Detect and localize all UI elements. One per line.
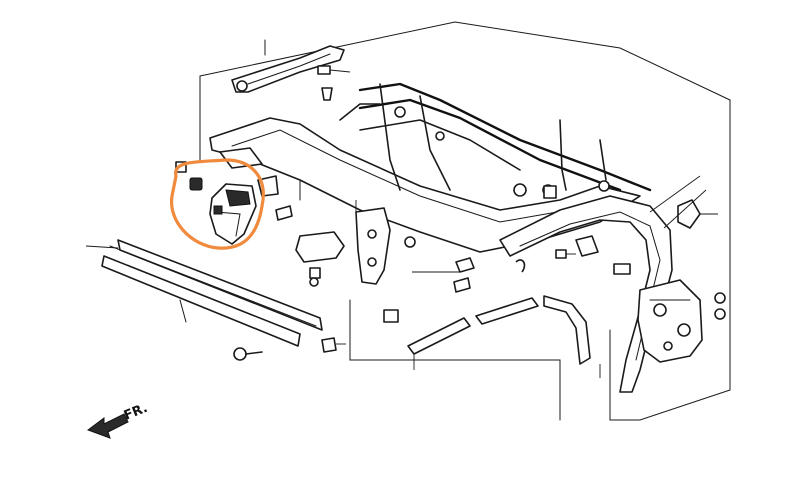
direction-label: FR. — [122, 401, 150, 424]
highlighted-latch-bracket — [189, 177, 257, 245]
upper-link-arm — [231, 45, 345, 93]
left-fasteners — [233, 205, 346, 361]
right-side-fasteners — [613, 175, 726, 320]
windshield-seal-retainer — [85, 239, 323, 347]
center-mount-bracket — [355, 200, 391, 285]
front-direction-arrow: FR. — [86, 401, 150, 439]
main-pivot-bracket — [637, 279, 703, 363]
lower-retainer-strips — [407, 295, 601, 378]
folding-linkage-rails — [339, 82, 652, 197]
clip-parts — [543, 185, 599, 259]
center-fasteners — [383, 236, 526, 323]
bolt-top — [317, 65, 351, 101]
highlight-circle — [170, 158, 265, 250]
